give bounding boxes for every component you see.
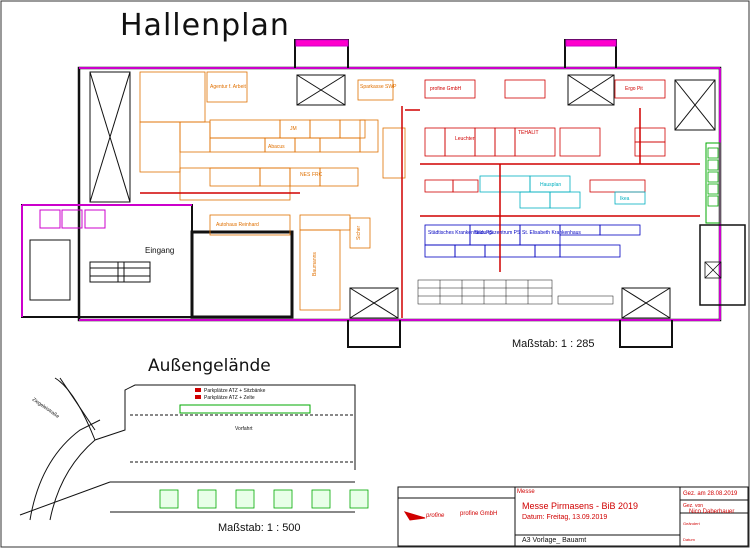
hall-scale: Maßstab: 1 : 285 <box>512 338 595 350</box>
tb-drafter: Nico Daberhauer <box>689 509 735 515</box>
tb-small2: Geändert <box>683 521 700 526</box>
label-abacus: Abacus <box>268 144 285 150</box>
label-autohaus: Autohaus Reinhard <box>216 222 259 228</box>
right-stack <box>704 147 722 279</box>
label-ikea: Ikea <box>620 196 630 202</box>
label-stelisabeth: St. Elisabeth Krankenhaus <box>522 230 581 236</box>
entrance-escalator <box>29 239 151 301</box>
label-entrance: Eingang <box>145 246 174 255</box>
label-baumanns: Baumanns <box>312 252 318 276</box>
tb-small1: Datum <box>683 537 695 542</box>
label-leuchter: Leuchter <box>455 136 475 142</box>
outdoor-legend1: Parkplätze ATZ + Sitzbänke <box>204 388 266 394</box>
label-agentur: Agentur f. Arbeit <box>210 84 246 90</box>
tb-logo-text: profine <box>426 513 445 519</box>
tb-event: Messe Pirmasens - BiB 2019 <box>522 501 639 511</box>
label-tehalit: TEHALIT <box>518 130 539 136</box>
label-profine: profine GmbH <box>430 86 462 92</box>
seating-grid <box>417 279 614 305</box>
outdoor-street: Ziegeleistraße <box>31 397 61 420</box>
label-ergo: Ergo Pit <box>625 86 643 92</box>
label-sparkasse: Sparkasse SWP <box>360 84 397 90</box>
booth-labels: Agentur f. Arbeit Sparkasse SWP profine … <box>145 84 643 276</box>
stair-boxes <box>39 71 716 319</box>
tb-drawn: Gez. am 28.08.2019 <box>683 491 738 497</box>
blue-booths <box>424 224 641 258</box>
tb-company: profine GmbH <box>460 511 498 517</box>
outdoor-lot: Vorfahrt <box>235 426 253 432</box>
label-jm: JM <box>290 126 297 132</box>
tb-label-top: Messe <box>517 489 535 495</box>
tb-footer: A3 Vorlage_ Bauamt <box>522 537 587 544</box>
outdoor-legend2: Parkplätze ATZ + Zelte <box>204 395 255 401</box>
outdoor-labels: Parkplätze ATZ + Sitzbänke Parkplätze AT… <box>31 388 266 432</box>
label-hausplan: Hausplan <box>540 182 561 188</box>
label-staedt: Städtisches Krankenhaus PS <box>428 230 493 236</box>
title-block <box>397 486 749 547</box>
orange-booths <box>139 71 406 311</box>
outdoor-area <box>19 377 356 521</box>
plan-title: Hallenplan <box>120 8 290 43</box>
cyan-booths <box>479 175 646 209</box>
outdoor-scale: Maßstab: 1 : 500 <box>218 522 301 534</box>
outdoor-tents <box>159 489 369 509</box>
label-frc: FRC <box>312 172 323 178</box>
red-lines <box>140 106 700 318</box>
label-sicher: Sicher <box>356 225 362 240</box>
tb-date: Datum: Freitag, 13.09.2019 <box>522 514 608 521</box>
outdoor-title: Außengelände <box>148 356 271 376</box>
red-booths <box>424 79 666 193</box>
label-nes: NES <box>300 172 311 178</box>
tb-by: Gez. von <box>683 503 704 509</box>
label-bildung: Bildungszentrum PS <box>475 230 521 236</box>
